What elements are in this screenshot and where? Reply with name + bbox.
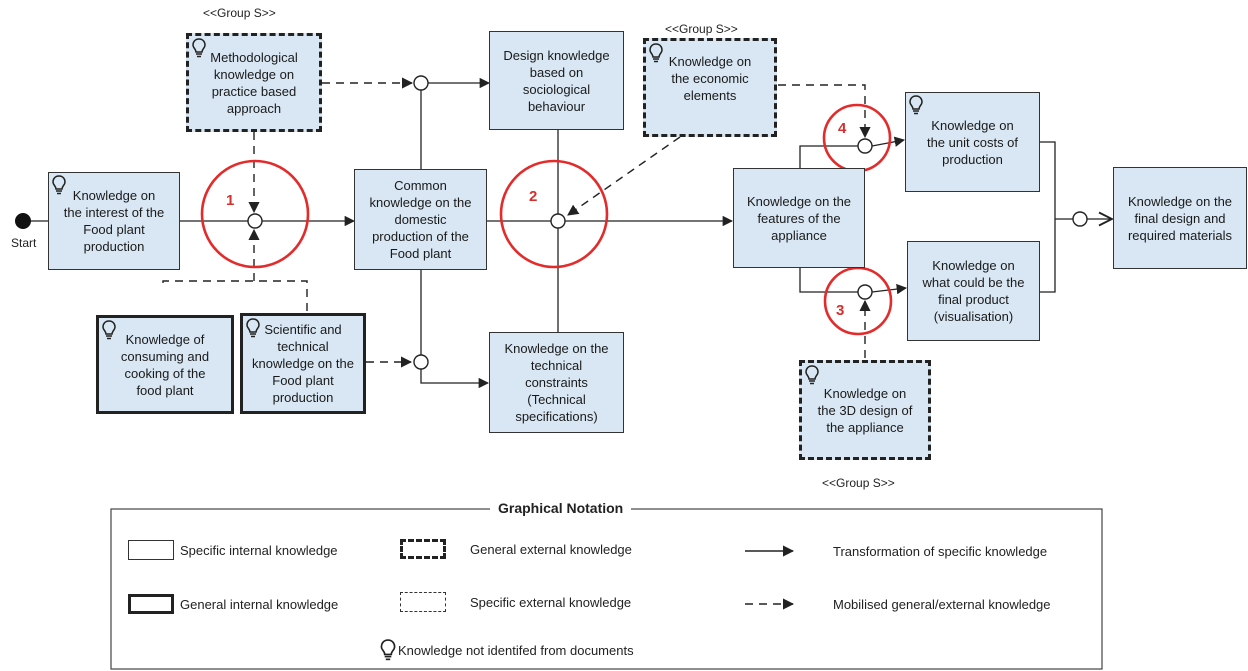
lightbulb-icon (805, 365, 819, 385)
lightbulb-icon (380, 639, 396, 661)
edge-jbottom-technical (420, 369, 490, 389)
node-features[interactable]: Knowledge on the features of the applian… (733, 168, 865, 268)
edge-j4-unitcosts (871, 136, 906, 147)
junction-top (413, 75, 429, 91)
node-interest[interactable]: Knowledge on the interest of the Food pl… (48, 172, 180, 270)
lightbulb-icon (102, 320, 116, 340)
node-final-product-text: Knowledge on what could be the final pro… (922, 258, 1025, 324)
edge-features-j3 (799, 268, 858, 293)
junction-1 (247, 213, 263, 229)
junction-3 (857, 284, 873, 300)
node-methodological-text: Methodological knowledge on practice bas… (210, 49, 298, 116)
legend-general-internal: General internal knowledge (180, 597, 339, 612)
legend-title: Graphical Notation (490, 500, 632, 516)
node-technical-text: Knowledge on the technical constraints (… (504, 341, 609, 424)
marker-circle-2 (499, 159, 609, 269)
group-label-methodological: <<Group S>> (203, 6, 276, 20)
node-economic[interactable]: Knowledge on the economic elements (643, 38, 777, 137)
node-design[interactable]: Design knowledge based on sociological b… (489, 31, 624, 130)
edge-features-j4 (799, 145, 858, 168)
node-scientific[interactable]: Scientific and technical knowledge on th… (240, 313, 366, 414)
legend-swatch-general-external (400, 539, 446, 559)
node-final-product[interactable]: Knowledge on what could be the final pro… (907, 241, 1040, 341)
marker-number-4: 4 (838, 120, 847, 137)
node-interest-text: Knowledge on the interest of the Food pl… (63, 188, 165, 254)
marker-circle-1 (200, 159, 310, 269)
legend-transformation: Transformation of specific knowledge (833, 544, 1048, 559)
node-common-text: Common knowledge on the domestic product… (369, 178, 472, 261)
start-label: Start (11, 236, 37, 250)
edge-bracket-bottom (162, 280, 308, 313)
legend-mobilised: Mobilised general/external knowledge (833, 597, 1051, 612)
start-node (15, 213, 31, 229)
node-consuming[interactable]: Knowledge of consuming and cooking of th… (96, 315, 234, 414)
legend-swatch-specific-internal (128, 540, 174, 560)
marker-circle-4 (822, 103, 892, 173)
node-3d-design[interactable]: Knowledge on the 3D design of the applia… (799, 360, 931, 460)
node-unit-costs-text: Knowledge on the unit costs of productio… (926, 117, 1019, 167)
node-common[interactable]: Common knowledge on the domestic product… (354, 169, 487, 270)
edge-merge (1040, 141, 1056, 293)
junction-bottom (413, 354, 429, 370)
group-label-economic: <<Group S>> (665, 22, 738, 36)
node-3d-design-text: Knowledge on the 3D design of the applia… (817, 385, 913, 435)
junction-final (1072, 211, 1088, 227)
node-technical[interactable]: Knowledge on the technical constraints (… (489, 332, 624, 433)
node-final-design[interactable]: Knowledge on the final design and requir… (1113, 167, 1247, 269)
node-final-design-text: Knowledge on the final design and requir… (1127, 193, 1233, 243)
lightbulb-icon (909, 95, 923, 115)
junction-4 (857, 138, 873, 154)
lightbulb-icon (649, 43, 663, 63)
lightbulb-icon (52, 175, 66, 195)
node-methodological[interactable]: Methodological knowledge on practice bas… (186, 33, 322, 132)
node-scientific-text: Scientific and technical knowledge on th… (252, 322, 354, 405)
node-design-text: Design knowledge based on sociological b… (503, 47, 610, 114)
legend-not-identified: Knowledge not identifed from documents (398, 643, 634, 658)
edge-economic-j4 (778, 84, 871, 139)
lightbulb-icon (192, 38, 206, 58)
group-label-3d: <<Group S>> (822, 476, 895, 490)
legend-swatch-specific-external (400, 592, 446, 612)
node-consuming-text: Knowledge of consuming and cooking of th… (120, 331, 210, 398)
legend-swatch-general-internal (128, 594, 174, 614)
junction-2 (550, 213, 566, 229)
marker-circle-3 (823, 266, 893, 336)
marker-number-2: 2 (529, 188, 538, 205)
node-economic-text: Knowledge on the economic elements (668, 54, 752, 103)
node-unit-costs[interactable]: Knowledge on the unit costs of productio… (905, 92, 1040, 192)
lightbulb-icon (246, 318, 260, 338)
node-features-text: Knowledge on the features of the applian… (746, 193, 852, 243)
legend-general-external: General external knowledge (470, 542, 632, 557)
legend-specific-external: Specific external knowledge (470, 595, 632, 610)
marker-number-3: 3 (836, 302, 845, 319)
marker-number-1: 1 (226, 192, 235, 209)
legend-specific-internal: Specific internal knowledge (180, 543, 338, 558)
edge-economic-j2 (567, 136, 681, 216)
